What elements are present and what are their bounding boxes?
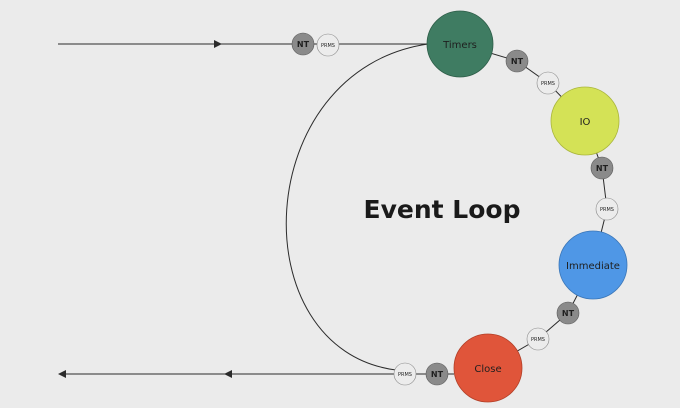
svg-text:Timers: Timers xyxy=(442,40,477,51)
phase-node-immediate: Immediate xyxy=(558,230,628,300)
prms-node-top: PRMS xyxy=(316,33,340,57)
svg-text:PRMS: PRMS xyxy=(600,207,614,213)
svg-text:NT: NT xyxy=(297,40,310,49)
svg-text:NT: NT xyxy=(511,57,524,66)
diagram-title: Event Loop xyxy=(364,195,521,224)
phase-chain-line xyxy=(459,43,608,369)
prms-node-bottom: PRMS xyxy=(393,362,417,386)
svg-text:IO: IO xyxy=(580,117,591,128)
svg-text:PRMS: PRMS xyxy=(531,337,545,343)
incoming-arrow-icon xyxy=(214,40,222,48)
svg-text:Close: Close xyxy=(474,364,501,375)
prms-node-after-timers: PRMS xyxy=(536,71,560,95)
prms-node-after-immediate: PRMS xyxy=(526,327,550,351)
svg-text:NT: NT xyxy=(431,370,444,379)
outgoing-arrow-icon xyxy=(224,370,232,378)
prms-node-after-io: PRMS xyxy=(595,197,619,221)
svg-text:PRMS: PRMS xyxy=(398,372,412,378)
svg-text:PRMS: PRMS xyxy=(321,43,335,49)
svg-text:NT: NT xyxy=(596,164,609,173)
nt-node-after-immediate: NT xyxy=(556,301,580,325)
svg-text:PRMS: PRMS xyxy=(541,81,555,87)
nt-node-after-timers: NT xyxy=(505,49,529,73)
nt-node-bottom: NT xyxy=(425,362,449,386)
phase-node-close: Close xyxy=(453,333,523,403)
outgoing-end-arrow-icon xyxy=(58,370,66,378)
phase-node-timers: Timers xyxy=(426,10,494,78)
svg-text:NT: NT xyxy=(562,309,575,318)
nt-node-after-io: NT xyxy=(590,156,614,180)
phase-node-io: IO xyxy=(550,86,620,156)
svg-text:Immediate: Immediate xyxy=(566,261,620,272)
nt-node-top: NT xyxy=(291,32,315,56)
